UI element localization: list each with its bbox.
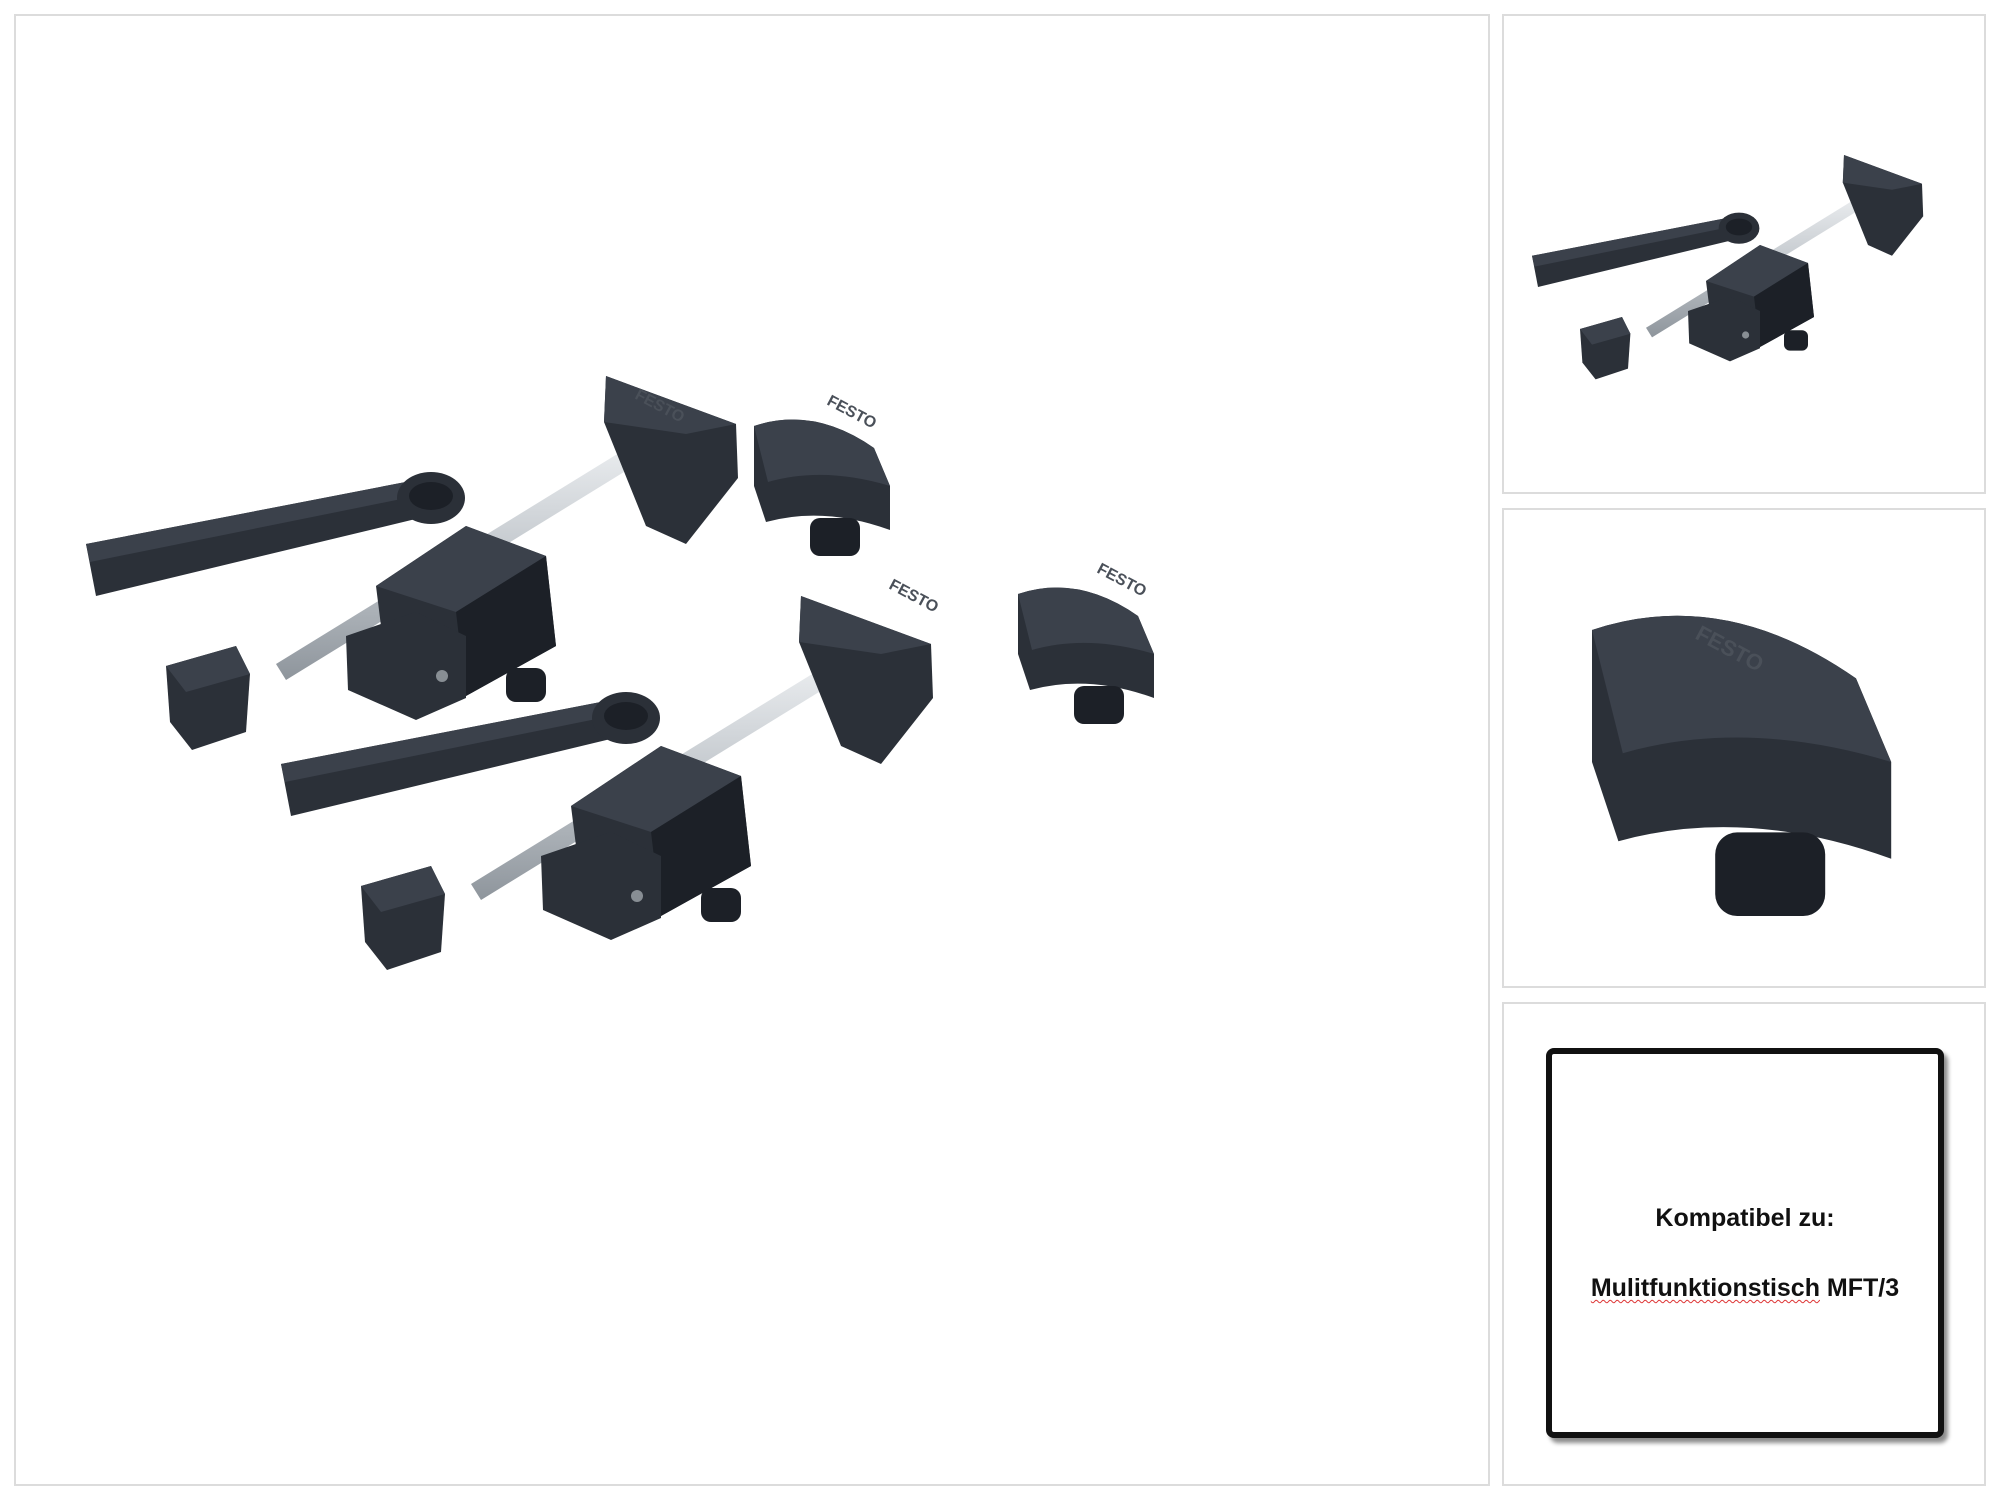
knob-illustration: FESTO bbox=[1592, 615, 1892, 916]
logo-mark: FESTO bbox=[886, 577, 941, 617]
thumbnail-clamp[interactable] bbox=[1502, 14, 1986, 494]
compatibility-product-name: Mulitfunktionstisch bbox=[1590, 1274, 1820, 1302]
clamp-illustration bbox=[1532, 155, 1924, 380]
clamp-set-illustration: FESTO FESTO FESTO FESTO bbox=[86, 376, 1154, 970]
thumbnail-knob[interactable]: FESTO bbox=[1502, 508, 1986, 988]
compatibility-product: Mulitfunktionstisch MFT/3 bbox=[1552, 1274, 1938, 1303]
main-product-image[interactable]: FESTO FESTO FESTO FESTO bbox=[14, 14, 1490, 1486]
knob-top bbox=[754, 419, 890, 556]
compatibility-product-model: MFT/3 bbox=[1819, 1274, 1900, 1302]
knob-bottom bbox=[1018, 587, 1154, 724]
thumbnail-compatibility[interactable]: Kompatibel zu: Mulitfunktionstisch MFT/3 bbox=[1502, 1002, 1986, 1486]
clamp-top bbox=[86, 376, 738, 750]
compatibility-box: Kompatibel zu: Mulitfunktionstisch MFT/3 bbox=[1546, 1048, 1944, 1438]
logo-mark: FESTO bbox=[1094, 561, 1149, 601]
compatibility-heading: Kompatibel zu: bbox=[1655, 1204, 1835, 1232]
